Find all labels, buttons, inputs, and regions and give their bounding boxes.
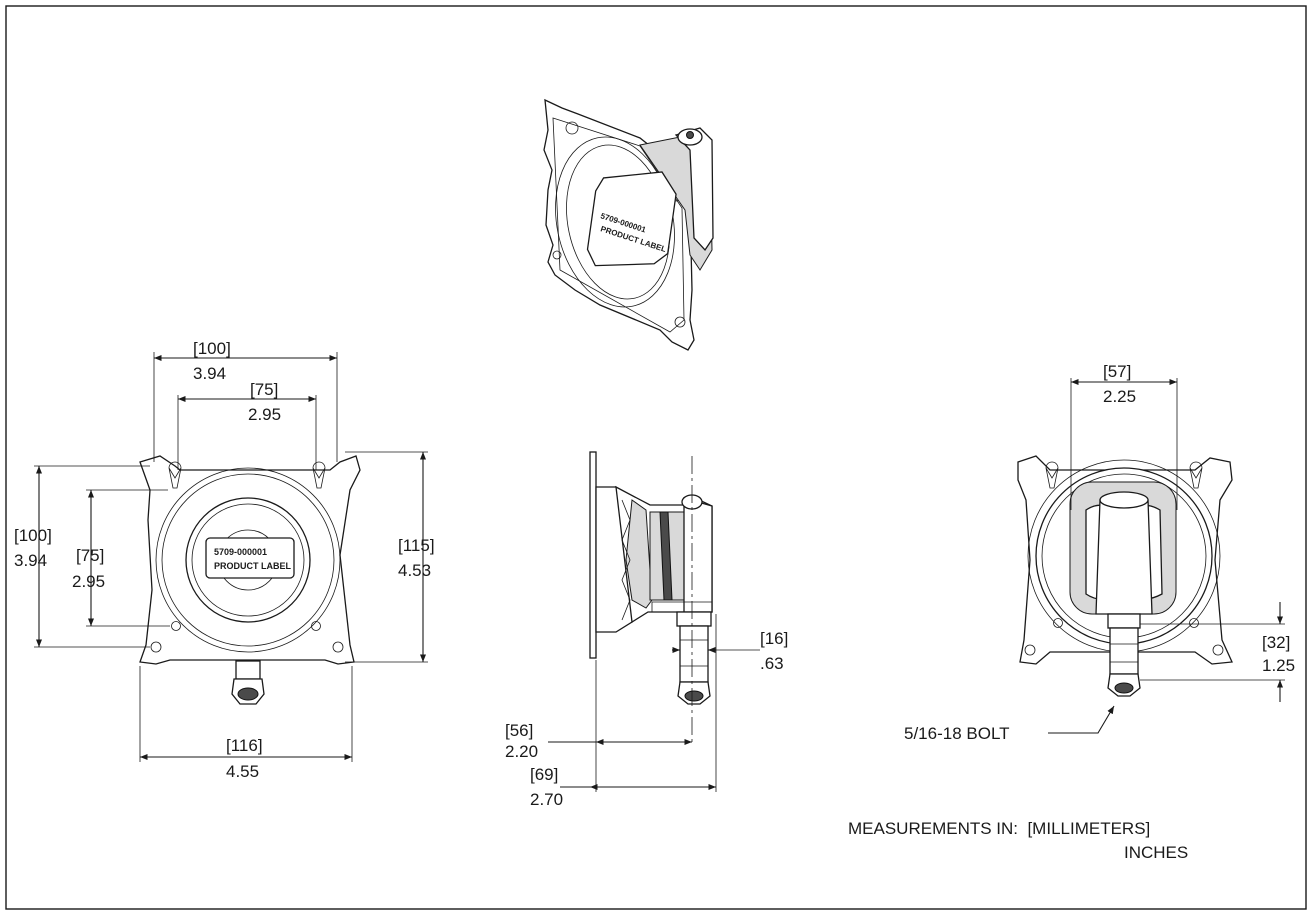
back-stem-mm: [32] <box>1262 633 1290 652</box>
side-stem-mm: [16] <box>760 629 788 648</box>
front-height-plate-mm: [115] <box>398 536 435 555</box>
front-height-outer-mm: [100] <box>14 526 52 545</box>
front-width-inner-mm: [75] <box>250 380 278 399</box>
front-view: 5709-000001 PRODUCT LABEL [100] 3.94 [75… <box>14 339 435 781</box>
side-overall-mm: [69] <box>530 765 558 784</box>
front-height-inner-in: 2.95 <box>72 572 105 591</box>
side-depth-in: 2.20 <box>505 742 538 761</box>
bolt-callout: 5/16-18 BOLT <box>904 724 1010 743</box>
front-height-outer-in: 3.94 <box>14 551 47 570</box>
back-handle-mm: [57] <box>1103 362 1131 381</box>
front-label-line1: 5709-000001 <box>214 547 267 557</box>
isometric-view: 5709-000001 PRODUCT LABEL <box>543 98 714 351</box>
front-width-outer-in: 3.94 <box>193 364 226 383</box>
side-stem-in: .63 <box>760 654 784 673</box>
side-overall-in: 2.70 <box>530 790 563 809</box>
side-depth-mm: [56] <box>505 721 533 740</box>
side-view: [16] .63 [56] 2.20 [69] 2.70 <box>505 451 788 809</box>
front-width-plate-mm: [116] <box>226 736 263 755</box>
front-label-line2: PRODUCT LABEL <box>214 561 291 571</box>
units-note-line1: MEASUREMENTS IN: [MILLIMETERS] <box>848 819 1150 838</box>
back-handle-in: 2.25 <box>1103 387 1136 406</box>
front-width-plate-in: 4.55 <box>226 762 259 781</box>
front-height-inner-mm: [75] <box>76 546 104 565</box>
front-height-plate-in: 4.53 <box>398 561 431 580</box>
units-note-line2: INCHES <box>1124 843 1188 862</box>
drawing-border <box>5 5 1307 910</box>
back-stem-in: 1.25 <box>1262 656 1295 675</box>
front-width-outer-mm: [100] <box>193 339 231 358</box>
back-view: [57] 2.25 [32] 1.25 5/16-18 BOLT <box>904 362 1295 743</box>
front-width-inner-in: 2.95 <box>248 405 281 424</box>
